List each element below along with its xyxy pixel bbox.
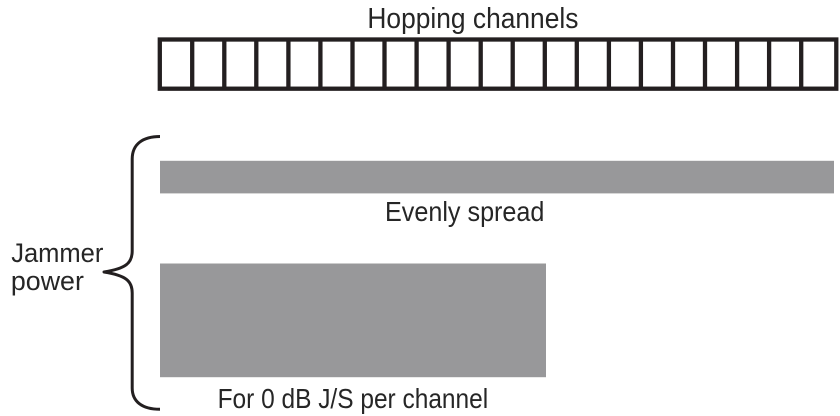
svg-text:Evenly spread: Evenly spread bbox=[385, 196, 544, 227]
svg-text:power: power bbox=[11, 266, 84, 296]
svg-text:Hopping channels: Hopping channels bbox=[367, 3, 578, 35]
svg-text:For 0 dB J/S per channel: For 0 dB J/S per channel bbox=[218, 383, 489, 414]
svg-text:Jammer: Jammer bbox=[11, 238, 103, 268]
